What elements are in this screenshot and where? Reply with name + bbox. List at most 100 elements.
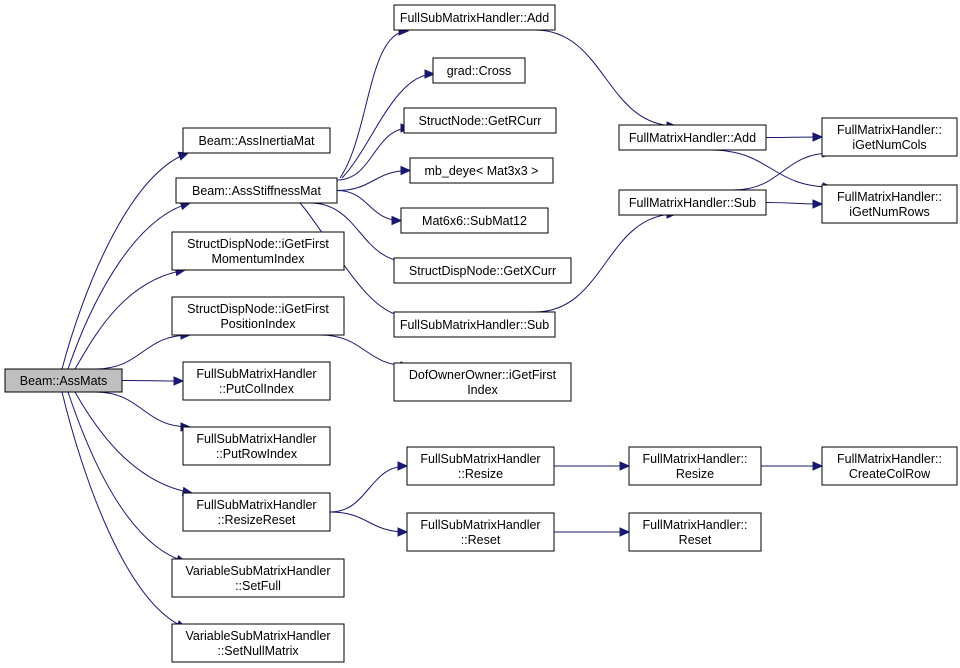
edge-root-to-setFull-line xyxy=(67,391,187,563)
edge-resizeReset-to-fsmReset-line xyxy=(329,511,408,533)
node-fmResize-label-1: Resize xyxy=(676,467,714,481)
node-dofOwner-label-0: DofOwnerOwner::iGetFirst xyxy=(409,368,557,382)
edge-assStiff-to-gradCross xyxy=(341,69,436,179)
node-fmReset-label-0: FullMatrixHandler:: xyxy=(643,518,748,532)
edge-root-to-resizeReset xyxy=(74,391,194,497)
node-createColRow-box xyxy=(821,446,958,486)
node-fsmResize[interactable]: FullSubMatrixHandler::Resize xyxy=(406,446,555,486)
node-mbDeye-label-0: mb_deye< Mat3x3 > xyxy=(425,164,539,178)
node-fsmAdd-box xyxy=(393,4,556,31)
node-numCols[interactable]: FullMatrixHandler::iGetNumCols xyxy=(821,117,958,157)
node-getRCurr-box xyxy=(403,107,557,134)
node-sdnMom-label-1: MomentumIndex xyxy=(211,252,305,266)
edge-assStiff-to-mbDeye-line xyxy=(336,170,411,191)
node-assInertia-box xyxy=(182,127,331,154)
node-fsmReset[interactable]: FullSubMatrixHandler::Reset xyxy=(406,512,555,552)
edge-fmAdd-to-numRows-line xyxy=(709,149,833,188)
node-assInertia[interactable]: Beam::AssInertiaMat xyxy=(182,127,331,154)
node-assStiff-label-0: Beam::AssStiffnessMat xyxy=(192,184,322,198)
edge-root-to-putCol xyxy=(121,376,185,386)
edge-root-to-assInertia-line xyxy=(61,152,189,370)
edge-root-to-sdnPos-line xyxy=(94,334,191,370)
node-getRCurr-label-0: StructNode::GetRCurr xyxy=(419,114,542,128)
node-root-box xyxy=(4,368,123,393)
edge-fmAdd-to-numCols xyxy=(765,132,824,142)
edge-assStiff-to-fsmAdd-line xyxy=(339,30,409,179)
edge-assStiff-to-gradCross-line xyxy=(341,73,435,179)
edge-fsmSub-to-fmSub-line xyxy=(534,213,677,313)
node-fmAdd-box xyxy=(618,124,767,151)
edge-fsmReset-to-fmReset xyxy=(554,527,631,537)
node-putCol[interactable]: FullSubMatrixHandler::PutColIndex xyxy=(182,361,331,401)
node-fmReset-box xyxy=(628,512,762,552)
node-sdnPos-label-0: StructDispNode::iGetFirst xyxy=(187,302,329,316)
edge-root-to-assStiff xyxy=(67,200,192,370)
edge-resizeReset-to-fsmResize xyxy=(329,461,409,513)
edge-assStiff-to-getRCurr-line xyxy=(336,127,411,181)
node-gradCross[interactable]: grad::Cross xyxy=(432,57,526,84)
edge-resizeReset-to-fsmReset xyxy=(329,511,409,537)
node-numRows-label-0: FullMatrixHandler:: xyxy=(837,190,942,204)
edge-assStiff-to-fsmSub-line xyxy=(299,202,407,317)
node-putRow[interactable]: FullSubMatrixHandler::PutRowIndex xyxy=(182,426,331,466)
node-setFull[interactable]: VariableSubMatrixHandler::SetFull xyxy=(171,558,345,598)
edge-fmAdd-to-numRows xyxy=(709,149,834,192)
node-resizeReset[interactable]: FullSubMatrixHandler::ResizeReset xyxy=(182,492,331,532)
node-fmAdd-label-0: FullMatrixHandler::Add xyxy=(629,131,756,145)
node-putRow-box xyxy=(182,426,331,466)
node-fmResize-box xyxy=(628,446,762,486)
node-getXCurr[interactable]: StructDispNode::GetXCurr xyxy=(393,257,572,284)
edge-root-to-putCol-arrowhead xyxy=(173,376,185,386)
node-setNull-label-0: VariableSubMatrixHandler xyxy=(186,629,331,643)
node-gradCross-box xyxy=(432,57,526,84)
edge-fmResize-to-createColRow-arrowhead xyxy=(812,461,824,471)
node-assStiff[interactable]: Beam::AssStiffnessMat xyxy=(175,177,338,204)
node-fmSub[interactable]: FullMatrixHandler::Sub xyxy=(618,189,767,216)
node-fsmReset-label-0: FullSubMatrixHandler xyxy=(420,518,540,532)
node-subMat12[interactable]: Mat6x6::SubMat12 xyxy=(400,207,549,234)
node-setNull[interactable]: VariableSubMatrixHandler::SetNullMatrix xyxy=(171,623,345,663)
node-getRCurr[interactable]: StructNode::GetRCurr xyxy=(403,107,557,134)
node-fsmResize-label-0: FullSubMatrixHandler xyxy=(420,452,540,466)
edge-resizeReset-to-fsmReset-arrowhead xyxy=(397,527,409,537)
node-mbDeye[interactable]: mb_deye< Mat3x3 > xyxy=(409,157,554,184)
edge-assStiff-to-gradCross-arrowhead xyxy=(424,69,436,79)
node-assStiff-box xyxy=(175,177,338,204)
edge-sdnPos-to-dofOwner-line xyxy=(319,334,411,367)
node-sdnPos-box xyxy=(171,296,345,336)
edge-root-to-putRow-line xyxy=(94,391,191,428)
edge-resizeReset-to-fsmResize-line xyxy=(329,465,408,513)
node-dofOwner-label-1: Index xyxy=(467,383,498,397)
node-numCols-label-1: iGetNumCols xyxy=(852,138,926,152)
node-fmResize[interactable]: FullMatrixHandler::Resize xyxy=(628,446,762,486)
node-putRow-label-1: ::PutRowIndex xyxy=(216,447,298,461)
node-fsmResize-label-1: ::Resize xyxy=(458,467,503,481)
node-fmResize-label-0: FullMatrixHandler:: xyxy=(643,452,748,466)
node-root[interactable]: Beam::AssMats xyxy=(4,368,123,393)
edge-fsmReset-to-fmReset-arrowhead xyxy=(619,527,631,537)
node-fmAdd[interactable]: FullMatrixHandler::Add xyxy=(618,124,767,151)
node-gradCross-label-0: grad::Cross xyxy=(447,64,512,78)
node-fmSub-label-0: FullMatrixHandler::Sub xyxy=(629,196,756,210)
node-fsmSub[interactable]: FullSubMatrixHandler::Sub xyxy=(393,311,556,338)
node-fmReset[interactable]: FullMatrixHandler::Reset xyxy=(628,512,762,552)
node-assInertia-label-0: Beam::AssInertiaMat xyxy=(198,134,315,148)
node-setFull-label-1: ::SetFull xyxy=(235,579,281,593)
node-fsmAdd[interactable]: FullSubMatrixHandler::Add xyxy=(393,4,556,31)
node-getXCurr-box xyxy=(393,257,572,284)
edge-root-to-assStiff-line xyxy=(67,202,191,370)
edge-fsmResize-to-fmResize xyxy=(554,461,631,471)
node-putRow-label-0: FullSubMatrixHandler xyxy=(196,432,316,446)
edge-root-to-setNull-line xyxy=(61,391,187,629)
node-numRows-box xyxy=(821,184,958,224)
node-createColRow[interactable]: FullMatrixHandler::CreateColRow xyxy=(821,446,958,486)
edge-fmSub-to-numRows xyxy=(765,199,824,209)
node-mbDeye-box xyxy=(409,157,554,184)
edge-root-to-setFull xyxy=(67,391,188,564)
node-numRows[interactable]: FullMatrixHandler::iGetNumRows xyxy=(821,184,958,224)
node-putCol-label-1: ::PutColIndex xyxy=(219,382,295,396)
